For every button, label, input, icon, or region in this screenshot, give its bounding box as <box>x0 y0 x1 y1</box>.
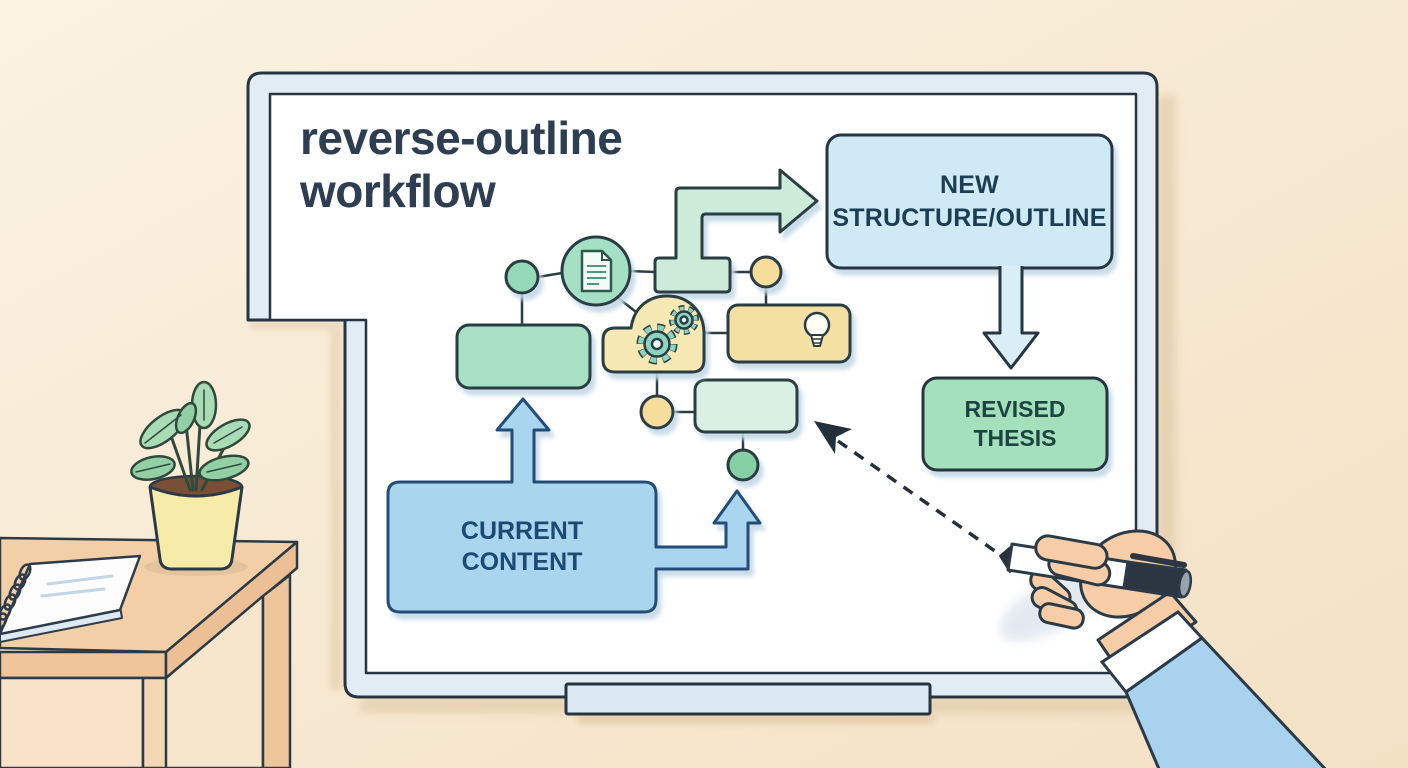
marker-clip <box>1130 553 1187 568</box>
node-deep-green-circle <box>726 448 760 482</box>
node-pale-mint-box <box>693 378 799 434</box>
box-revised-thesis <box>921 376 1109 472</box>
gear-small <box>669 305 699 335</box>
node-document-circle <box>560 235 632 307</box>
gear-large <box>636 323 678 365</box>
spiral-rings <box>0 563 32 630</box>
dashed-arrow <box>814 421 1004 558</box>
green-elbow-arrow <box>653 168 819 294</box>
finger-curled-3 <box>1038 602 1085 630</box>
connectors <box>520 269 768 452</box>
dashed-arrowhead <box>814 421 852 454</box>
node-lightbulb-box <box>726 303 852 364</box>
hand-with-marker <box>999 529 1327 768</box>
leaf-veins <box>135 389 243 473</box>
node-green-box <box>455 323 592 390</box>
document-icon <box>580 249 613 293</box>
gears-icon <box>636 305 699 365</box>
flowchart <box>386 133 1114 614</box>
lightbulb-icon <box>803 311 831 347</box>
table-front-edge <box>0 650 168 680</box>
index-finger <box>1034 534 1109 570</box>
table-corner-post <box>141 676 170 768</box>
notebook-ruled-lines <box>40 574 114 598</box>
spiral-notebook <box>0 554 142 643</box>
node-gears-blob <box>601 294 706 374</box>
sleeve <box>1124 636 1327 768</box>
box-current-content <box>386 397 762 614</box>
node-yellow-circle-mid <box>639 394 675 430</box>
table-side-face <box>164 594 265 768</box>
pot <box>148 485 244 571</box>
potted-plant <box>130 380 251 576</box>
marker-cap-end <box>1177 569 1193 599</box>
table-right-post <box>261 573 292 768</box>
box-new-structure-outline <box>825 133 1114 270</box>
table-front-face <box>0 676 145 768</box>
down-arrow <box>982 266 1040 370</box>
gripping-fingers <box>1034 534 1112 587</box>
marker-tray <box>564 682 932 716</box>
node-yellow-circle-top <box>749 255 783 289</box>
node-green-circle <box>504 259 540 295</box>
